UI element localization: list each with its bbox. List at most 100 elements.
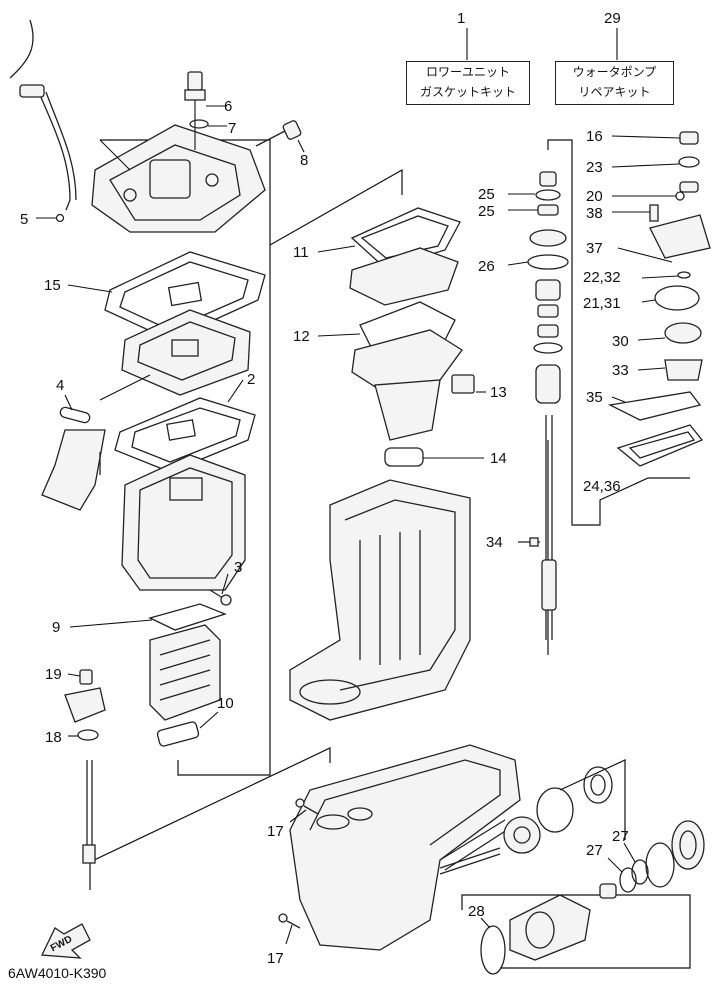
shift-bracket — [64, 687, 106, 723]
callout-25-a: 25 — [478, 186, 495, 203]
kit-29-line1: ウォータポンプ — [572, 65, 657, 79]
kit-1-line2: ガスケットキット — [419, 85, 516, 99]
plug-head — [184, 89, 206, 101]
part-17-bolt-lower — [278, 913, 288, 923]
callout-2: 2 — [247, 371, 255, 388]
shaft-top-seal — [539, 171, 557, 187]
part-19-screw — [79, 669, 93, 685]
plate — [349, 247, 459, 306]
wire-top — [9, 19, 34, 79]
diagram-code: 6AW4010-K390 — [8, 965, 107, 981]
callout-14: 14 — [490, 450, 507, 467]
pump-kit-frame — [547, 139, 690, 526]
lower-case-frame — [89, 747, 331, 890]
callout-37: 37 — [586, 240, 603, 257]
shaft-bearing — [535, 364, 561, 404]
callout-1: 1 — [457, 10, 465, 27]
part-33-impeller — [664, 359, 703, 381]
oil-strainer — [41, 429, 106, 511]
ring-nut — [645, 842, 675, 888]
callout-33: 33 — [612, 362, 629, 379]
bearing-carrier — [509, 894, 591, 961]
callout-25-b: 25 — [478, 203, 495, 220]
callout-3: 3 — [234, 559, 242, 576]
lower-frame-left — [177, 245, 271, 776]
exhaust-block — [149, 624, 221, 721]
part-35-plate — [607, 391, 702, 421]
dipstick-clip — [19, 84, 45, 98]
kit-1-box: ロワーユニット ガスケットキット — [406, 61, 530, 105]
callout-4: 4 — [56, 377, 64, 394]
callout-18: 18 — [45, 729, 62, 746]
part-15-gasket — [104, 251, 266, 341]
callout-29: 29 — [604, 10, 621, 27]
callout-16: 16 — [586, 128, 603, 145]
forward-gear — [503, 816, 541, 854]
bearing-carrier-ring — [671, 820, 705, 870]
callout-20: 20 — [586, 188, 603, 205]
mount-bracket — [351, 329, 463, 391]
bearing-a — [536, 787, 574, 833]
part-16-seal — [679, 131, 699, 145]
part-5-oring — [55, 213, 65, 223]
dipstick-tube-edge — [45, 91, 77, 201]
upper-casing — [121, 309, 251, 396]
part-4-gasket — [59, 406, 91, 424]
propeller-frame — [559, 759, 626, 840]
part-18-oring — [77, 729, 99, 741]
drain-plug — [187, 71, 203, 91]
callout-5: 5 — [20, 211, 28, 228]
fwd-arrow-icon — [41, 923, 91, 959]
callout-9: 9 — [52, 619, 60, 636]
oil-pan — [121, 454, 246, 591]
callout-22-32: 22,32 — [583, 269, 621, 286]
callout-27-a: 27 — [612, 828, 629, 845]
part-38-bolt — [649, 204, 659, 222]
callout-24-36: 24,36 — [583, 478, 621, 495]
part-8-screw — [255, 130, 286, 147]
callout-15: 15 — [44, 277, 61, 294]
part-7-oring — [189, 119, 209, 129]
callout-6: 6 — [224, 98, 232, 115]
kit-29-box: ウォータポンプ リペアキット — [555, 61, 674, 105]
part-20-oring — [675, 191, 685, 201]
callout-30: 30 — [612, 333, 629, 350]
part-13-rubber — [451, 374, 475, 394]
part-27-seal-b — [631, 859, 649, 885]
part-28-oring — [480, 925, 506, 975]
callout-35: 35 — [586, 389, 603, 406]
callout-23: 23 — [586, 159, 603, 176]
bearing-b — [583, 766, 613, 804]
callout-28: 28 — [468, 903, 485, 920]
callout-34: 34 — [486, 534, 503, 551]
callout-12: 12 — [293, 328, 310, 345]
callout-19: 19 — [45, 666, 62, 683]
part-2-gasket — [114, 397, 256, 473]
part-21-31-ring — [654, 285, 700, 311]
part-17-bolt-upper — [295, 798, 305, 808]
callout-17-a: 17 — [267, 823, 284, 840]
callout-27-b: 27 — [586, 842, 603, 859]
kit-29-line2: リペアキット — [578, 85, 651, 99]
callout-38: 38 — [586, 205, 603, 222]
callout-11: 11 — [293, 244, 309, 261]
part-9-gasket — [148, 603, 227, 631]
callout-26: 26 — [478, 258, 495, 275]
callout-10: 10 — [217, 695, 234, 712]
callout-17-b: 17 — [267, 950, 284, 967]
exhaust-guide — [91, 124, 266, 233]
callout-7: 7 — [228, 120, 236, 137]
part-25-washer-a — [535, 189, 561, 201]
part-14-seal — [384, 447, 424, 467]
callout-21-31: 21,31 — [583, 295, 621, 312]
pump-housing — [649, 214, 711, 259]
propeller-shaft — [439, 847, 501, 869]
bearing-housing — [529, 229, 567, 247]
part-27-seal-a — [619, 867, 637, 893]
lower-case — [289, 744, 521, 951]
part-26-oring — [527, 254, 569, 270]
callout-8: 8 — [300, 152, 308, 169]
bearing-frame — [461, 894, 691, 969]
